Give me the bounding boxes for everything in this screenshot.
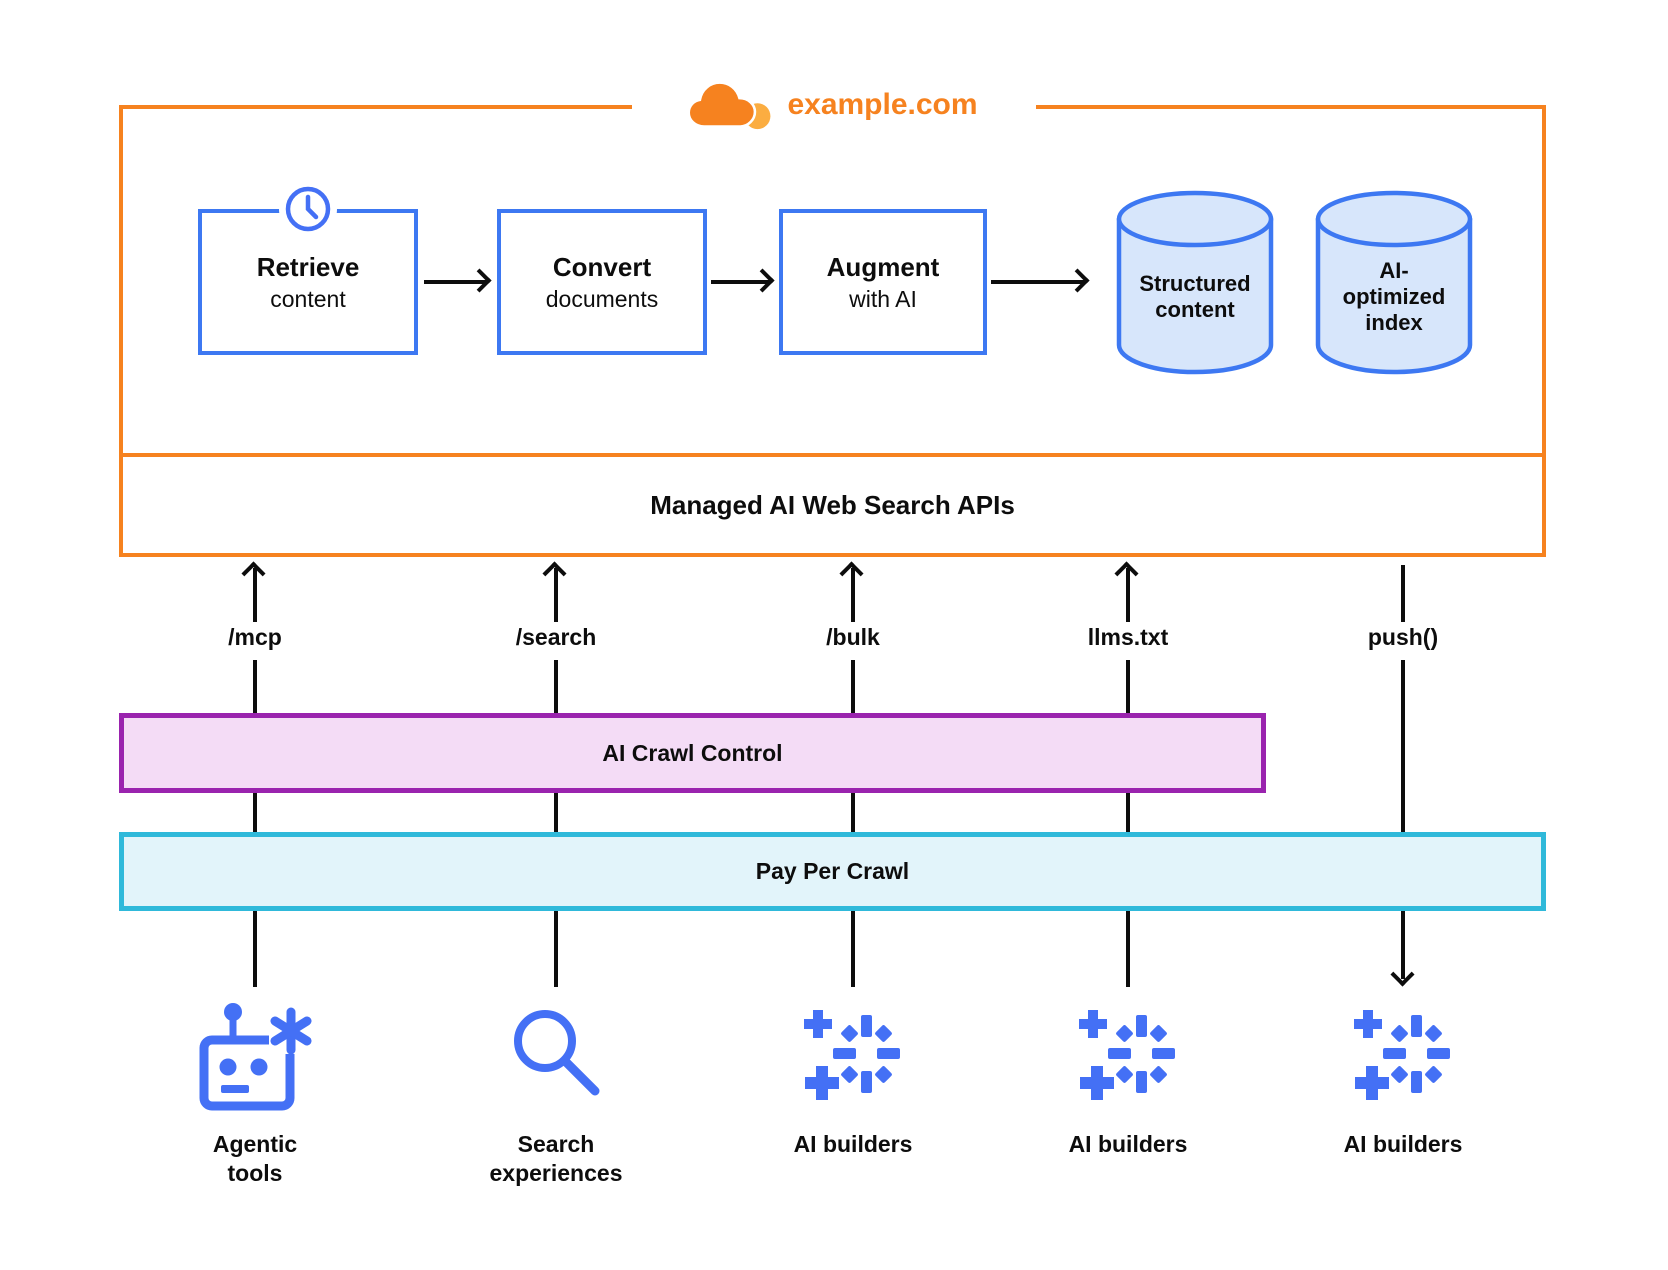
step-subtitle: with AI [849, 285, 917, 312]
step-title: Augment [826, 251, 940, 282]
endpoint-line [554, 911, 558, 987]
endpoint-line [1126, 660, 1130, 713]
endpoint-line [253, 660, 257, 713]
ai-sparkle-icon [796, 1002, 912, 1117]
endpoint-line [851, 568, 855, 622]
step-title: Convert [552, 251, 652, 282]
endpoint-line [253, 568, 257, 622]
cloudflare-cloud-icon [687, 78, 773, 132]
database-cylinder-ai-index: AI-optimized index [1315, 189, 1473, 375]
flow-arrow [991, 280, 1084, 284]
endpoint-line [1126, 568, 1130, 622]
endpoint-line [253, 793, 257, 832]
consumer-label-ai-builders: AI builders [1343, 1131, 1463, 1157]
step-subtitle: content [270, 285, 346, 312]
endpoint-label-push: push() [1367, 624, 1439, 650]
ai-crawl-control-bar: AI Crawl Control [119, 713, 1266, 793]
endpoint-line [1126, 793, 1130, 832]
endpoint-line [554, 793, 558, 832]
endpoint-label-llms-txt: llms.txt [1087, 624, 1169, 650]
endpoint-line [554, 568, 558, 622]
flow-arrow [424, 280, 486, 284]
store-label: AI-optimized index [1342, 258, 1446, 335]
ai-crawl-control-label: AI Crawl Control [602, 739, 783, 766]
database-cylinder-structured-content: Structured content [1116, 189, 1274, 375]
managed-api-section: Managed AI Web Search APIs [123, 457, 1542, 553]
endpoint-label-search: /search [515, 624, 597, 650]
clock-icon [284, 185, 332, 238]
arrow-head-icon [1390, 962, 1415, 987]
flow-arrow [711, 280, 769, 284]
endpoint-line [1401, 660, 1405, 832]
consumer-label-agentic-tools: Agentic tools [212, 1131, 298, 1187]
endpoint-line [1401, 911, 1405, 979]
pipeline-step-convert: Convert documents [497, 209, 707, 355]
store-label: Structured content [1139, 271, 1251, 322]
robot-icon [195, 1000, 315, 1123]
endpoint-line [1126, 911, 1130, 987]
pay-per-crawl-label: Pay Per Crawl [755, 858, 910, 884]
consumer-label-ai-builders: AI builders [1068, 1131, 1188, 1157]
endpoint-line [554, 660, 558, 713]
search-icon [507, 1005, 607, 1110]
endpoint-line [851, 911, 855, 987]
step-subtitle: documents [545, 285, 659, 312]
ai-sparkle-icon [1071, 1002, 1187, 1117]
endpoint-line [851, 793, 855, 832]
site-container-divider [123, 453, 1542, 457]
consumer-label-search-experiences: Search experiences [489, 1131, 623, 1187]
site-header: example.com [119, 76, 1546, 134]
step-title: Retrieve [256, 251, 360, 282]
site-domain: example.com [787, 88, 978, 121]
endpoint-label-bulk: /bulk [826, 624, 880, 650]
pay-per-crawl-bar: Pay Per Crawl [119, 832, 1546, 911]
consumer-label-ai-builders: AI builders [793, 1131, 913, 1157]
endpoint-line [253, 911, 257, 987]
endpoint-label-mcp: /mcp [228, 624, 282, 650]
endpoint-line [1401, 565, 1405, 622]
managed-api-label: Managed AI Web Search APIs [650, 489, 1015, 520]
endpoint-line [851, 660, 855, 713]
pipeline-step-augment: Augment with AI [779, 209, 987, 355]
ai-sparkle-icon [1346, 1002, 1462, 1117]
